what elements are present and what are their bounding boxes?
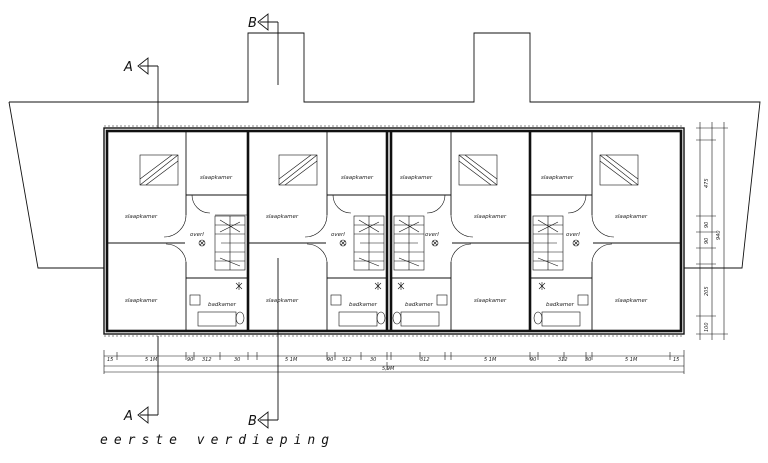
- roof-window: [599, 154, 639, 186]
- room-label-slaapkamer: slaapkamer: [266, 298, 299, 304]
- dim-right-2: 90: [704, 222, 710, 228]
- dim-bottom-10: 312: [420, 357, 430, 363]
- dim-right-total: 940: [716, 230, 722, 240]
- floor-title: eerste verdieping: [100, 433, 335, 448]
- room-label-slaapkamer: slaapkamer: [615, 298, 648, 304]
- room-label-slaapkamer: slaapkamer: [125, 298, 158, 304]
- room-label-overl: overl: [566, 232, 580, 238]
- dim-bottom-8: 312: [342, 357, 352, 363]
- room-label-overl: overl: [190, 232, 204, 238]
- dim-bottom-9: 30: [370, 357, 376, 363]
- dim-bottom-6: 5 1M: [285, 357, 298, 363]
- room-label-slaapkamer: slaapkamer: [125, 214, 158, 220]
- room-label-badkamer: badkamer: [405, 302, 434, 308]
- section-marker-a-bottom: A: [123, 409, 133, 424]
- staircase: [532, 215, 564, 271]
- room-label-slaapkamer: slaapkamer: [341, 175, 374, 181]
- room-label-overl: overl: [425, 232, 439, 238]
- room-label-slaapkamer: slaapkamer: [400, 175, 433, 181]
- dim-bottom-15: 5 1M: [625, 357, 638, 363]
- roof-windows: [139, 154, 639, 186]
- right-dimensions: 475 90 90 205 100 940: [696, 122, 728, 340]
- room-label-badkamer: badkamer: [208, 302, 237, 308]
- party-walls: [246, 131, 532, 331]
- room-label-badkamer: badkamer: [546, 302, 575, 308]
- section-marker-b-top: B: [248, 16, 257, 31]
- room-label-slaapkamer: slaapkamer: [474, 214, 507, 220]
- room-label-slaapkamer: slaapkamer: [541, 175, 574, 181]
- staircase: [393, 215, 425, 271]
- dim-bottom-14: 30: [585, 357, 591, 363]
- door-swings: [163, 194, 615, 263]
- dim-bottom-total: 5,9M: [382, 366, 395, 372]
- room-label-slaapkamer: slaapkamer: [474, 298, 507, 304]
- bathroom-fixtures: [189, 294, 589, 327]
- dim-right-1: 475: [704, 178, 710, 188]
- room-labels: slaapkamer slaapkamer overl slaapkamer b…: [125, 175, 648, 308]
- dim-bottom-5: 30: [234, 357, 240, 363]
- stairs: [214, 215, 564, 271]
- bottom-dimensions: 15 5 1M 90 312 30 5 1M 90 312 30 312 5 1…: [103, 350, 685, 374]
- section-line-a: A A: [123, 57, 159, 424]
- room-label-slaapkamer: slaapkamer: [615, 214, 648, 220]
- dim-bottom-1: 15: [107, 357, 113, 363]
- room-label-badkamer: badkamer: [349, 302, 378, 308]
- dim-right-3: 90: [704, 238, 710, 244]
- roof-outline: [8, 32, 761, 269]
- staircase: [353, 215, 385, 271]
- dim-bottom-16: 15: [673, 357, 679, 363]
- dim-bottom-3: 90: [187, 357, 193, 363]
- roof-window: [278, 154, 318, 186]
- interior-walls: [107, 131, 681, 331]
- roof-window: [139, 154, 179, 186]
- roof-window: [458, 154, 498, 186]
- staircase: [214, 215, 246, 271]
- room-label-slaapkamer: slaapkamer: [200, 175, 233, 181]
- section-marker-b-bottom: B: [248, 414, 257, 429]
- dim-right-5: 100: [704, 322, 710, 332]
- dim-bottom-11: 5 1M: [484, 357, 497, 363]
- room-label-slaapkamer: slaapkamer: [266, 214, 299, 220]
- dim-bottom-4: 312: [202, 357, 212, 363]
- dim-bottom-13: 312: [558, 357, 568, 363]
- dim-right-4: 205: [704, 286, 710, 296]
- room-label-overl: overl: [331, 232, 345, 238]
- section-marker-a-top: A: [123, 60, 133, 75]
- dim-bottom-2: 5 1M: [145, 357, 158, 363]
- section-line-b: B B: [248, 13, 279, 429]
- dim-bottom-12: 90: [530, 357, 536, 363]
- ceiling-symbols: [198, 239, 580, 290]
- building-outline: [103, 125, 685, 337]
- dim-bottom-7: 90: [327, 357, 333, 363]
